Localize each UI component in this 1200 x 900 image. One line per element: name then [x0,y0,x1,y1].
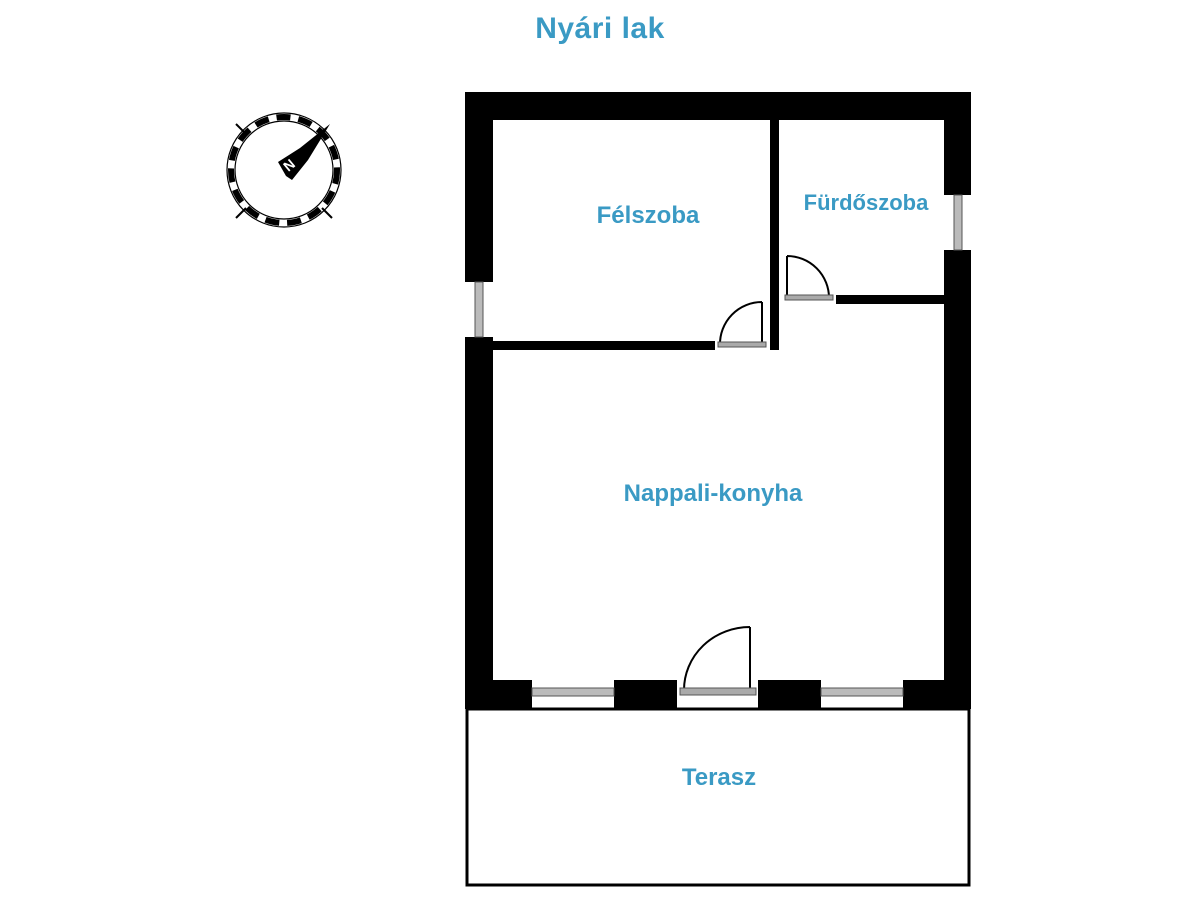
wall-furdo-bottom [836,295,944,304]
wall-bottom-seg2 [614,680,677,709]
room-label-nappali-konyha: Nappali-konyha [623,480,803,507]
window-bottom-left [531,687,615,697]
wall-bottom-seg4 [903,680,971,709]
window-left [474,281,484,338]
walls [465,92,971,709]
room-label-terasz: Terasz [681,764,757,791]
terrace-outline [465,707,971,887]
door-felszoba [717,301,767,348]
door-furdoszoba [784,255,834,301]
compass-icon: N [226,112,342,228]
windows [474,194,963,697]
wall-felszoba-bottom [493,341,715,350]
window-right [953,194,963,251]
wall-left-upper [465,92,493,282]
wall-bottom-seg1 [465,680,532,709]
wall-top [465,92,971,120]
plan-title: Nyári lak [535,12,665,45]
room-label-felszoba: Félszoba [596,202,700,229]
window-bottom-right [820,687,904,697]
north-arrow-icon [278,124,330,180]
wall-bottom-seg3 [758,680,821,709]
wall-right-upper [944,92,971,195]
door-entrance [679,626,757,696]
wall-right-lower [944,250,971,709]
doors [679,255,834,696]
room-label-furdoszoba: Fürdőszoba [803,190,929,215]
wall-left-lower [465,337,493,709]
wall-interior-vertical [770,118,779,350]
